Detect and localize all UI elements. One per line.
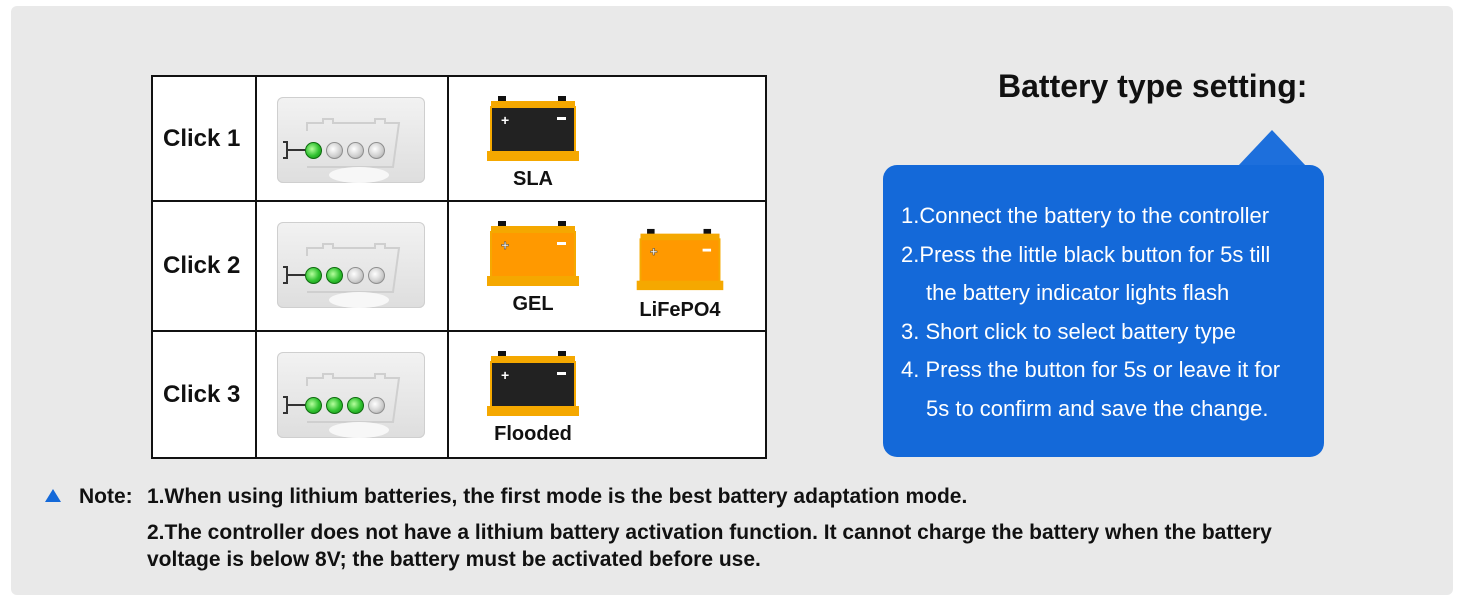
step-1: 1.Connect the battery to the controller — [901, 203, 1270, 228]
gel-battery: + GEL — [487, 220, 579, 316]
led-on-icon — [305, 267, 322, 284]
battery-cell-2: + GEL + LiFePO4 — [449, 202, 765, 332]
led-on-icon — [326, 397, 343, 414]
sla-battery: + SLA — [487, 95, 579, 191]
led-on-icon — [326, 267, 343, 284]
led-off-icon — [368, 142, 385, 159]
battery-label-lifepo4: LiFePO4 — [639, 299, 721, 321]
instructions-bubble: 1.Connect the battery to the controller … — [883, 165, 1324, 457]
battery-cell-3: + Flooded — [449, 332, 765, 457]
flooded-battery: + Flooded — [487, 350, 579, 446]
led-row — [305, 142, 385, 159]
svg-text:+: + — [650, 244, 658, 259]
instruction-steps: 1.Connect the battery to the controller … — [901, 197, 1280, 428]
led-off-icon — [368, 267, 385, 284]
battery-graphic: + — [487, 351, 579, 416]
battery-outline-icon — [283, 243, 401, 308]
note-label: Note: — [79, 485, 133, 508]
bubble-pointer — [1238, 130, 1306, 166]
note-line-2: 2.The controller does not have a lithium… — [147, 521, 1272, 544]
led-row — [305, 267, 385, 284]
indicator-cell-2 — [257, 202, 449, 332]
led-on-icon — [305, 142, 322, 159]
note-line-3: voltage is below 8V; the battery must be… — [147, 548, 761, 571]
step-3: 3. Short click to select battery type — [901, 318, 1237, 344]
battery-graphic: + — [487, 96, 579, 161]
battery-outline-icon — [283, 118, 401, 183]
svg-text:+: + — [501, 367, 509, 383]
led-row — [305, 397, 385, 414]
led-off-icon — [326, 142, 343, 159]
led-off-icon — [368, 397, 385, 414]
indicator-cell-3 — [257, 332, 449, 457]
battery-icon: + — [487, 350, 579, 423]
click-2-label: Click 2 — [153, 202, 257, 332]
led-indicator-icon — [277, 97, 425, 183]
step-2-continued: the battery indicator lights flash — [926, 280, 1230, 305]
note-line-1: 1.When using lithium batteries, the firs… — [147, 485, 968, 508]
lifepo4-battery: + LiFePO4 — [635, 228, 725, 322]
step-2: 2.Press the little black button for 5s t… — [901, 241, 1271, 267]
battery-graphic: + — [487, 221, 579, 286]
battery-icon: + — [635, 228, 725, 297]
click-1-label: Click 1 — [153, 77, 257, 202]
battery-cell-1: + SLA — [449, 77, 765, 202]
indicator-cell-1 — [257, 77, 449, 202]
battery-type-table: Click 1 + SLA Click 2 + GEL + LiFePO4 Cl… — [151, 75, 767, 459]
led-on-icon — [305, 397, 322, 414]
step-4-continued: 5s to confirm and save the change. — [926, 395, 1269, 421]
battery-graphic: + — [636, 228, 724, 291]
battery-label-sla: SLA — [513, 168, 553, 190]
battery-label-gel: GEL — [512, 293, 554, 315]
svg-text:+: + — [501, 237, 509, 253]
battery-icon: + — [487, 220, 579, 293]
led-off-icon — [347, 142, 364, 159]
step-4: 4. Press the button for 5s or leave it f… — [901, 357, 1281, 382]
triangle-icon — [45, 489, 61, 502]
battery-outline-icon — [283, 373, 401, 438]
battery-icon: + — [487, 95, 579, 168]
click-3-label: Click 3 — [153, 332, 257, 457]
led-indicator-icon — [277, 352, 425, 438]
led-indicator-icon — [277, 222, 425, 308]
led-on-icon — [347, 397, 364, 414]
svg-text:+: + — [501, 112, 509, 128]
battery-label-flooded: Flooded — [494, 423, 572, 445]
battery-setting-title: Battery type setting: — [998, 68, 1308, 104]
led-off-icon — [347, 267, 364, 284]
